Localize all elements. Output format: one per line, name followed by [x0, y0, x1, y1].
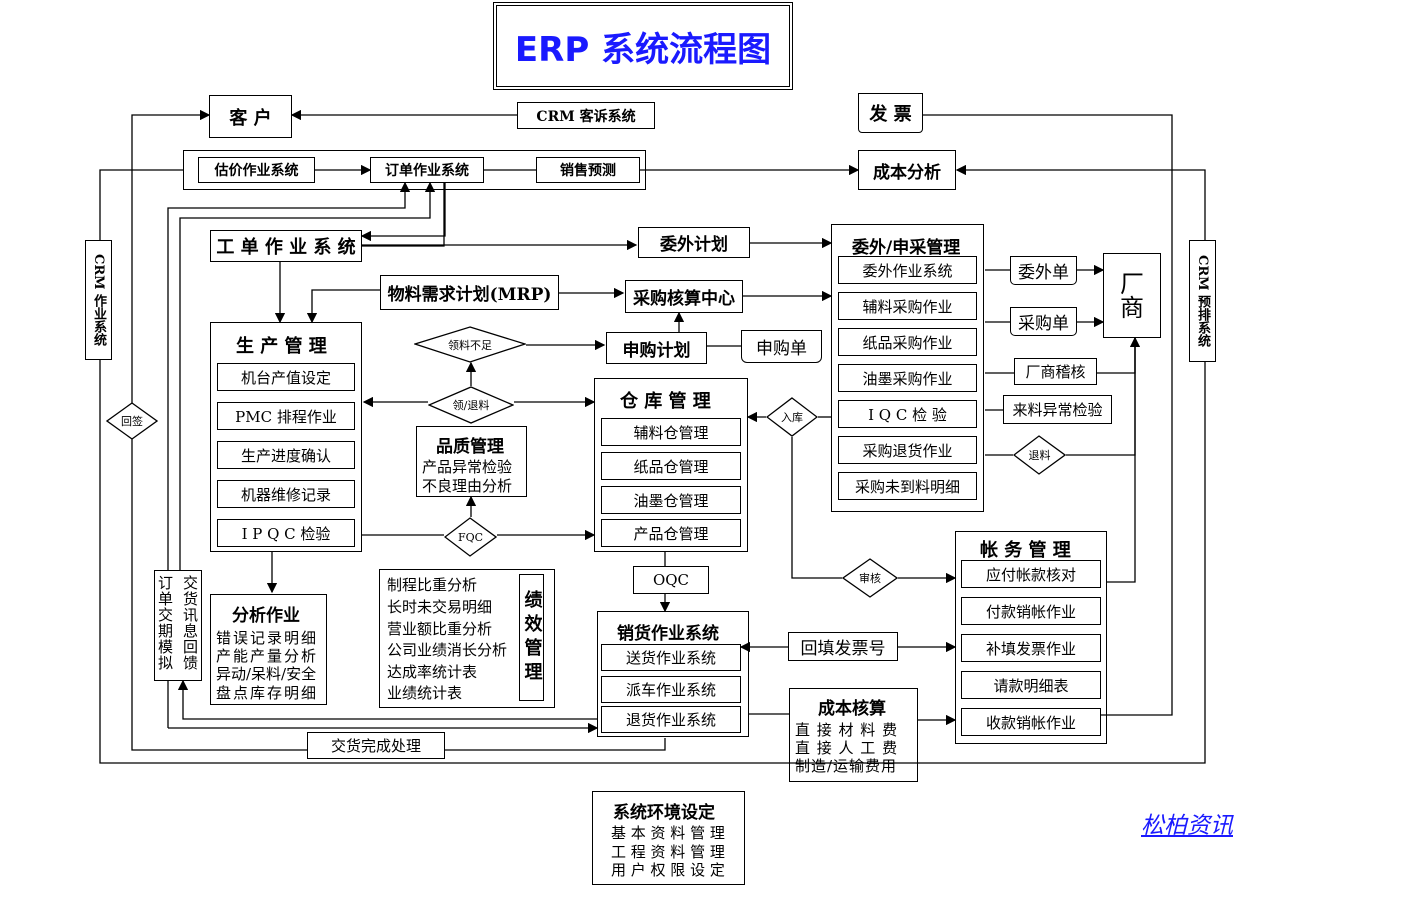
audit-diamond: 审核 — [842, 558, 898, 598]
order-feedback-box[interactable]: 订单交期模拟 交货讯息回馈 — [154, 570, 202, 681]
purchase-plan-box[interactable]: 申购计划 — [606, 332, 707, 364]
purchasing-item[interactable]: 辅料采购作业 — [838, 292, 977, 320]
env-group — [592, 791, 745, 885]
warehouse-item[interactable]: 纸品仓管理 — [601, 452, 741, 480]
purchasing-title: 委外/申采管理 — [852, 238, 961, 258]
order-box[interactable]: 订单作业系统 — [370, 157, 484, 183]
production-item[interactable]: I P Q C 检验 — [217, 519, 355, 547]
work-order-box[interactable]: 工 单 作 业 系 统 — [210, 230, 362, 262]
outsource-plan-box[interactable]: 委外计划 — [638, 227, 750, 258]
reports-group — [379, 569, 555, 708]
cost-calc-title: 成本核算 — [818, 699, 886, 719]
purchasing-item[interactable]: 采购未到料明细 — [838, 472, 977, 500]
cost-calc-group — [789, 688, 918, 782]
purchasing-item[interactable]: 采购退货作业 — [838, 436, 977, 464]
sales-title: 销货作业系统 — [617, 624, 719, 644]
purchasing-item[interactable]: 油墨采购作业 — [838, 364, 977, 392]
kpi-box[interactable]: 绩效管理 — [519, 574, 544, 701]
crm-ops-box[interactable]: CRM 作业系统 — [85, 240, 112, 360]
purchasing-item[interactable]: 委外作业系统 — [838, 256, 977, 284]
accounting-item[interactable]: 收款销帐作业 — [961, 708, 1101, 736]
sales-group — [597, 611, 749, 737]
report-item: 营业额比重分析 — [387, 620, 493, 638]
customer-box[interactable]: 客 户 — [209, 95, 292, 138]
report-item: 制程比重分析 — [387, 576, 478, 594]
crm-complaint-box[interactable]: CRM 客诉系统 — [517, 102, 655, 129]
quality-group — [416, 426, 527, 497]
issue-return-diamond: 领/退料 — [428, 386, 514, 424]
accounting-item[interactable]: 应付帐款核对 — [961, 560, 1101, 588]
fqc-diamond: FQC — [444, 517, 497, 557]
warehouse-item[interactable]: 辅料仓管理 — [601, 418, 741, 446]
analysis-item: 产能产量分析 — [216, 647, 319, 665]
quality-item: 产品异常检验 — [422, 458, 513, 476]
purchasing-item[interactable]: 纸品采购作业 — [838, 328, 977, 356]
shortage-diamond: 领料不足 — [414, 326, 526, 363]
accounting-title: 帐 务 管 理 — [980, 540, 1071, 561]
cost-calc-item: 直 接 材 料 费 — [795, 721, 899, 739]
env-item: 用 户 权 限 设 定 — [611, 861, 725, 879]
purchasing-group — [831, 224, 984, 512]
sign-back-diamond: 回签 — [106, 402, 158, 440]
sales-forecast-box[interactable]: 销售预测 — [536, 157, 640, 183]
production-group — [210, 322, 362, 552]
brand-link[interactable]: 松柏资讯 — [1141, 813, 1233, 839]
report-item: 长时未交易明细 — [387, 598, 493, 616]
mrp-box[interactable]: 物料需求计划(MRP) — [380, 275, 559, 310]
production-title: 生 产 管 理 — [236, 336, 327, 357]
warehouse-item[interactable]: 产品仓管理 — [601, 519, 741, 547]
sales-item[interactable]: 退货作业系统 — [601, 706, 741, 733]
inbound-diamond: 入库 — [766, 397, 818, 437]
env-item: 工 程 资 料 管 理 — [611, 843, 725, 861]
production-item[interactable]: 生产进度确认 — [217, 441, 355, 469]
analysis-title: 分析作业 — [232, 606, 300, 626]
sales-item[interactable]: 派车作业系统 — [601, 676, 741, 703]
purchase-center-box[interactable]: 采购核算中心 — [625, 280, 743, 313]
analysis-item: 盘点库存明细 — [216, 684, 319, 702]
page-title: ERP 系统流程图 — [493, 2, 793, 90]
purchase-doc[interactable]: 采购单 — [1010, 307, 1077, 336]
report-item: 公司业绩消长分析 — [387, 641, 508, 659]
fill-invoice-box[interactable]: 回填发票号 — [788, 632, 898, 661]
analysis-group — [210, 594, 327, 705]
order-group — [183, 150, 646, 190]
warehouse-group — [594, 378, 748, 552]
estimate-box[interactable]: 估价作业系统 — [198, 157, 315, 183]
vendor-audit-box[interactable]: 厂商稽核 — [1014, 358, 1097, 385]
order-feedback-label-2: 交货讯息回馈 — [181, 575, 199, 671]
report-item: 达成率统计表 — [387, 663, 478, 681]
crm-schedule-box[interactable]: CRM 预排系统 — [1189, 240, 1216, 362]
production-item[interactable]: PMC 排程作业 — [217, 402, 355, 430]
return-goods-diamond: 退料 — [1013, 435, 1066, 475]
invoice-box[interactable]: 发 票 — [858, 93, 923, 133]
purchase-req-doc[interactable]: 申购单 — [741, 330, 822, 363]
warehouse-title: 仓 库 管 理 — [620, 391, 711, 412]
analysis-item: 异动/呆料/安全 — [216, 665, 317, 683]
vendor-box[interactable]: 厂 商 — [1103, 253, 1161, 338]
delivery-done-box[interactable]: 交货完成处理 — [307, 732, 445, 759]
accounting-item[interactable]: 付款销帐作业 — [961, 597, 1101, 625]
cost-calc-item: 制造/运输费用 — [795, 757, 898, 775]
env-title: 系统环境设定 — [613, 803, 715, 823]
accounting-item[interactable]: 请款明细表 — [961, 671, 1101, 699]
quality-item: 不良理由分析 — [422, 477, 513, 495]
cost-calc-item: 直 接 人 工 费 — [795, 739, 899, 757]
incoming-abnormal-box[interactable]: 来料异常检验 — [1003, 395, 1112, 424]
quality-title: 品质管理 — [436, 437, 504, 457]
production-item[interactable]: 机器维修记录 — [217, 480, 355, 508]
cost-analysis-box[interactable]: 成本分析 — [858, 150, 956, 190]
env-item: 基 本 资 料 管 理 — [611, 824, 725, 842]
accounting-item[interactable]: 补填发票作业 — [961, 634, 1101, 662]
oqc-box[interactable]: OQC — [633, 566, 709, 594]
warehouse-item[interactable]: 油墨仓管理 — [601, 486, 741, 514]
outsource-doc[interactable]: 委外单 — [1010, 256, 1077, 285]
analysis-item: 错误记录明细 — [216, 629, 319, 647]
report-item: 业绩统计表 — [387, 684, 463, 702]
purchasing-item[interactable]: I Q C 检 验 — [838, 400, 977, 428]
order-feedback-label-1: 订单交期模拟 — [156, 575, 174, 671]
accounting-group — [955, 531, 1107, 744]
production-item[interactable]: 机台产值设定 — [217, 363, 355, 391]
sales-item[interactable]: 送货作业系统 — [601, 644, 741, 671]
